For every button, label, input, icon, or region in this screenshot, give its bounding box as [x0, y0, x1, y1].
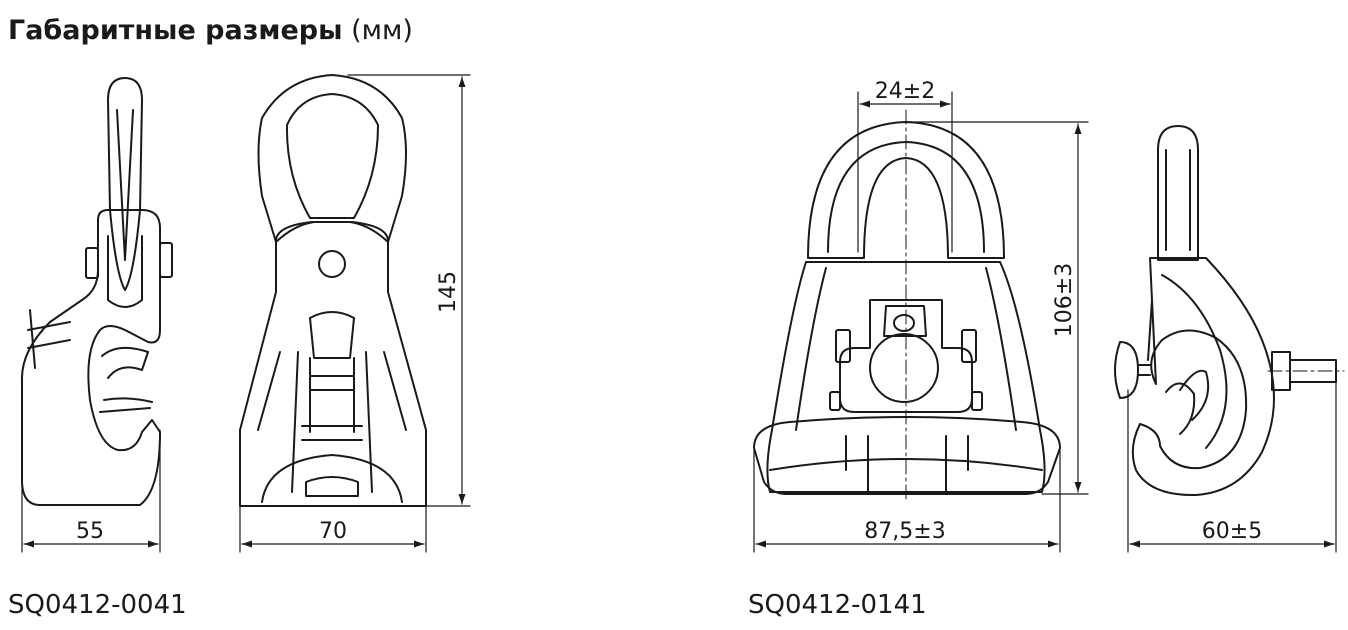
- product-code-right: SQ0412-0141: [748, 590, 927, 620]
- title-unit: (мм): [351, 15, 413, 46]
- dim-label-60: 60±5: [1202, 519, 1262, 544]
- clamp-2-front-view: [753, 121, 1061, 495]
- page-title: Габаритные размеры (мм): [8, 12, 413, 50]
- clamp-1-front-view: [239, 74, 427, 507]
- dim-label-70: 70: [319, 519, 347, 544]
- dim-label-24: 24±2: [875, 79, 935, 104]
- dimension-lines: [23, 76, 1335, 548]
- extension-lines: [21, 74, 1337, 553]
- clamp-2-side-view: [1114, 125, 1337, 497]
- dim-label-145: 145: [436, 271, 461, 313]
- title-main: Габаритные размеры: [8, 15, 343, 46]
- product-code-left: SQ0412-0041: [8, 590, 187, 620]
- dim-label-106: 106±3: [1052, 263, 1077, 337]
- dim-label-87: 87,5±3: [864, 519, 945, 544]
- clamp-1-side-view: [21, 77, 173, 506]
- dim-label-55: 55: [76, 519, 104, 544]
